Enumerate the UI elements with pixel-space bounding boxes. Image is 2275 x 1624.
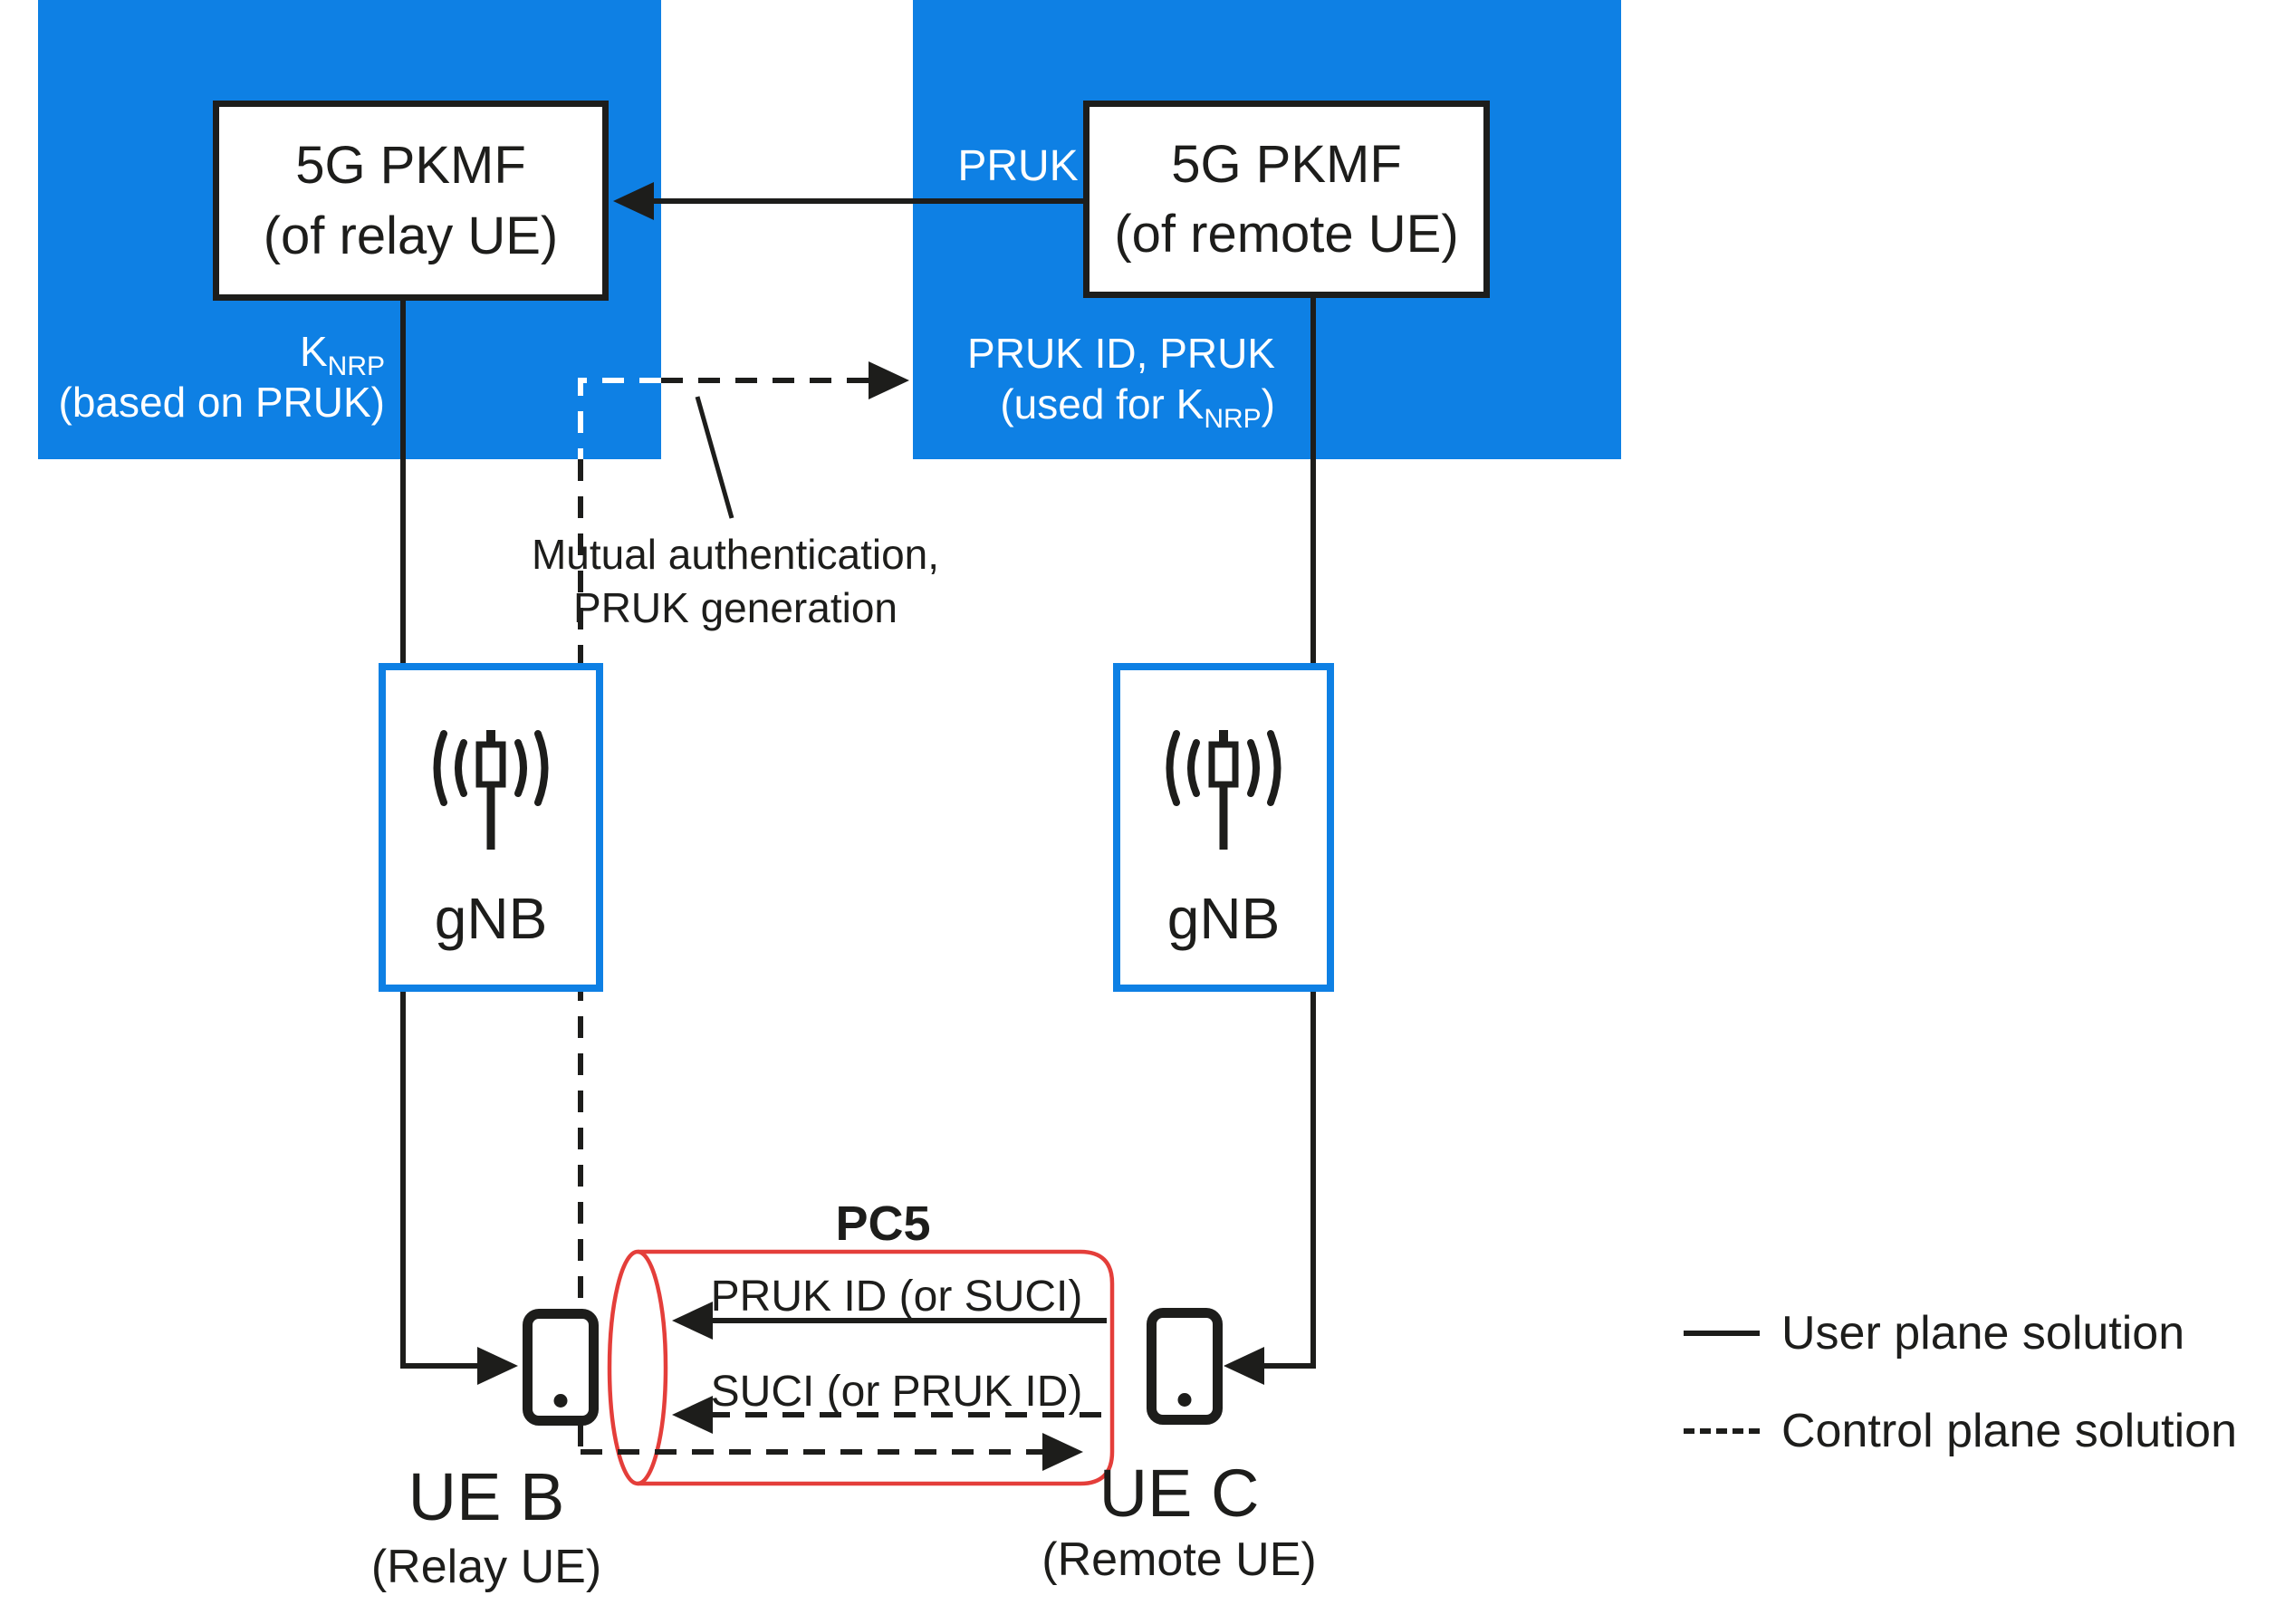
pkmf-relay-line2: (of relay UE) — [263, 206, 559, 265]
legend-item-control-plane: Control plane solution — [1684, 1404, 2237, 1458]
pkmf-remote-line2: (of remote UE) — [1114, 205, 1459, 264]
legend-control-plane-label: Control plane solution — [1781, 1405, 2237, 1457]
ue-b-name: UE B — [408, 1459, 565, 1534]
gnb-left-label: gNB — [434, 886, 548, 951]
legend-item-user-plane: User plane solution — [1684, 1306, 2184, 1360]
mutual-auth-pointer-line — [695, 396, 734, 519]
pruk-id-pruk-label: PRUK ID, PRUK (used for KNRP) — [967, 328, 1275, 435]
pc5-interface-label: PC5 — [835, 1196, 931, 1251]
pruk-id-subscript: NRP — [1204, 404, 1262, 435]
gnb-right-box: gNB — [1113, 663, 1334, 992]
suci-message-arrowhead — [672, 1396, 713, 1434]
pkmf-remote-box: 5G PKMF (of remote UE) — [1083, 101, 1490, 298]
user-plane-message-label: PRUK ID (or SUCI) — [710, 1273, 1083, 1321]
pruk-id-message-arrowhead — [672, 1302, 713, 1340]
remote-user-plane-arrowhead — [1224, 1347, 1264, 1385]
gnb-right-label: gNB — [1166, 886, 1281, 951]
pkmf-relay-line1: 5G PKMF — [295, 136, 526, 196]
relay-user-plane-arrowhead — [477, 1347, 518, 1385]
gnb-left-box: gNB — [379, 663, 603, 992]
solid-line-sample-icon — [1684, 1331, 1760, 1336]
legend-user-plane-label: User plane solution — [1781, 1307, 2185, 1360]
pkmf-remote-line1: 5G PKMF — [1171, 134, 1402, 194]
knrp-label: KNRP (based on PRUK) — [59, 326, 386, 428]
knrp-line1: KNRP — [299, 328, 385, 381]
control-plane-arrowhead-bottom — [1042, 1433, 1083, 1471]
control-plane-arrowhead-remote-pkmf — [869, 361, 909, 399]
ue-b-role: (Relay UE) — [370, 1541, 602, 1593]
pruk-id-line1: PRUK ID, PRUK — [967, 330, 1275, 377]
knrp-subscript: NRP — [327, 351, 385, 381]
pc5-tunnel-end-ellipse — [607, 1249, 668, 1486]
mutual-auth-line1: Mutual authentication, — [531, 531, 940, 578]
dashed-line-sample-icon — [1684, 1428, 1760, 1434]
ue-c-role: (Remote UE) — [1042, 1533, 1317, 1586]
pruk-id-line2: (used for KNRP) — [1000, 380, 1275, 435]
pruk-arrow-label: PRUK — [957, 142, 1079, 190]
control-plane-message-label: SUCI (or PRUK ID) — [710, 1368, 1083, 1416]
ue-b-smartphone-icon — [523, 1309, 599, 1426]
ue-c-name: UE C — [1099, 1456, 1260, 1531]
ue-c-smartphone-icon — [1147, 1308, 1223, 1425]
mutual-auth-annotation: Mutual authentication, PRUK generation — [532, 528, 939, 635]
mutual-auth-line2: PRUK generation — [573, 583, 898, 631]
knrp-line2: (based on PRUK) — [58, 379, 386, 427]
pkmf-relay-box: 5G PKMF (of relay UE) — [213, 101, 609, 301]
